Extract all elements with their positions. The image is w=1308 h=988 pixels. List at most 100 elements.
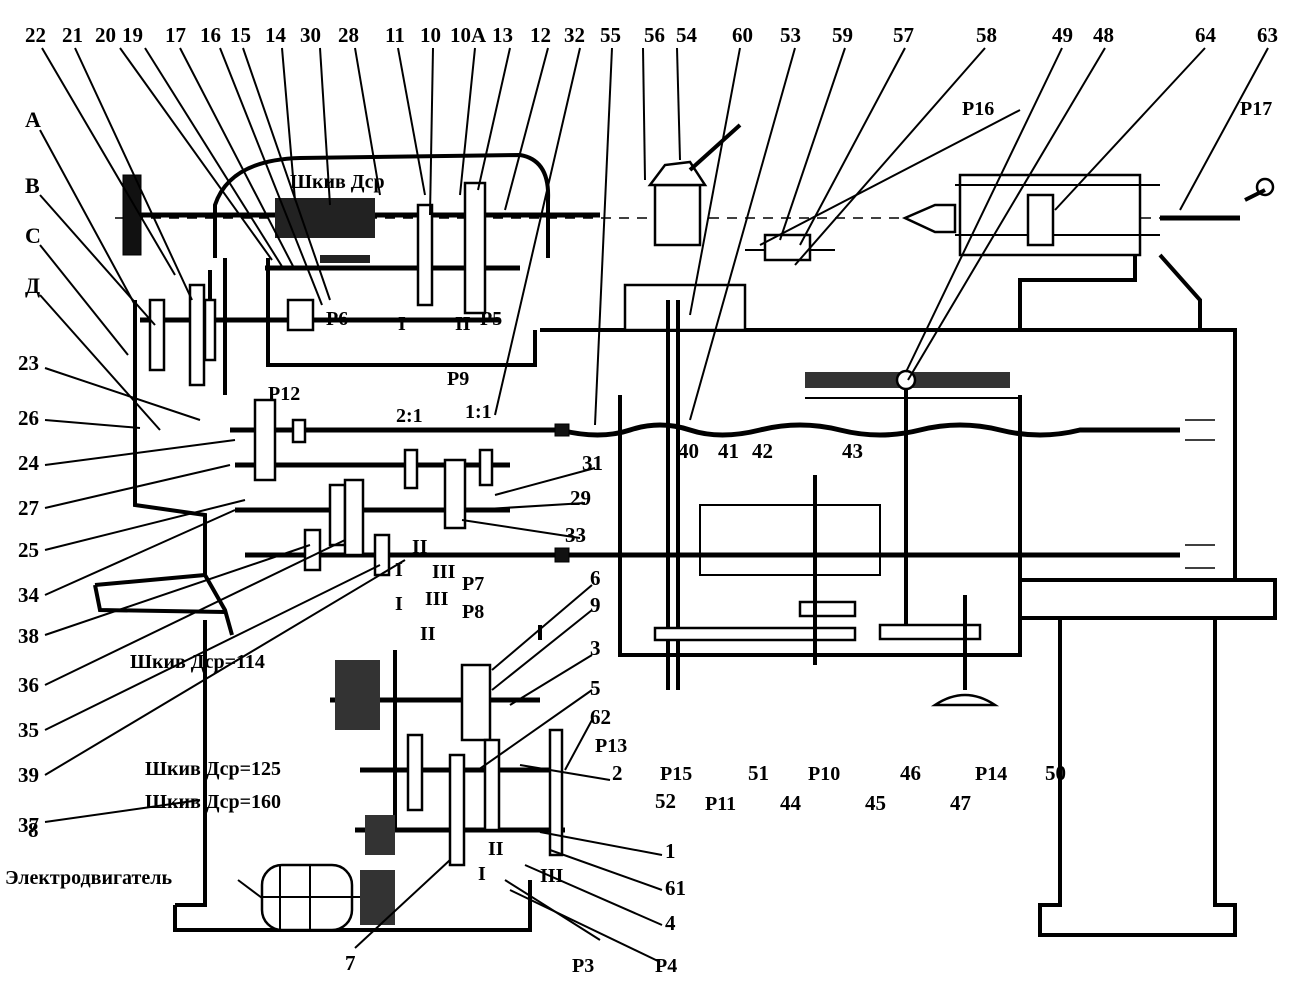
label-36: 36 [18,673,39,697]
tailstock [901,173,1275,257]
label-49: 49 [1052,23,1073,47]
label-60: 60 [732,23,753,47]
label-47: 47 [950,791,971,815]
label-4: 4 [665,911,676,935]
label-1: 1 [665,839,676,863]
label-B: В [25,173,40,198]
label-R13: Р13 [595,735,627,757]
label-motor: Электродвигатель [5,867,172,889]
label-46: 46 [900,761,921,785]
label-22: 22 [25,23,46,47]
label-ratio-2-1: 2:1 [396,405,423,427]
lead-screw [230,369,1215,640]
leader-lines [39,47,1269,963]
label-R9: Р9 [447,368,469,390]
label-R16: Р16 [962,98,994,120]
label-A: А [25,107,41,132]
label-53: 53 [780,23,801,47]
label-52: 52 [655,789,676,813]
label-59: 59 [832,23,853,47]
carriage [623,123,1000,707]
label-14: 14 [265,23,287,47]
label-R17: Р17 [1240,98,1272,120]
label-17: 17 [165,23,186,47]
label-pos-I-top: I [398,313,406,335]
inner-labels: Шкив Дср Шкив Дср=114 Шкив Дср=125 Шкив … [5,98,1272,977]
label-33: 33 [565,523,586,547]
label-pos-I-bot: I [478,863,486,885]
label-42: 42 [752,439,773,463]
label-8: 8 [28,818,39,842]
label-pulley-160: Шкив Дср=160 [145,791,281,813]
label-38: 38 [18,624,39,648]
label-21: 21 [62,23,83,47]
label-pos-II-top: II [455,313,471,335]
label-23: 23 [18,351,39,375]
label-10a: 10А [450,23,487,47]
label-D: Д [25,273,40,298]
label-10: 10 [420,23,441,47]
label-R4: Р4 [655,955,677,977]
label-61: 61 [665,876,686,900]
label-pos-III-low: III [425,588,449,610]
label-54: 54 [676,23,698,47]
label-56: 56 [644,23,665,47]
label-pos-III-mid: III [432,561,456,583]
top-labels: 22 21 20 19 17 16 15 14 30 28 11 10 10А … [25,23,1278,47]
label-R5: Р5 [480,308,502,330]
label-9: 9 [590,593,601,617]
label-27: 27 [18,496,39,520]
label-pos-II-mid: II [412,536,428,558]
label-7: 7 [345,951,356,975]
label-29: 29 [570,486,591,510]
feed-gearbox [253,398,570,577]
label-C: С [25,223,41,248]
label-R7: Р7 [462,573,484,595]
label-pos-II-low: II [420,623,436,645]
label-11: 11 [385,23,405,47]
label-34: 34 [18,583,40,607]
label-2: 2 [612,761,623,785]
label-41: 41 [718,439,739,463]
label-pos-III-bot: III [540,865,564,887]
label-39: 39 [18,763,39,787]
label-R12: Р12 [268,383,300,405]
label-pos-I-low: I [395,593,403,615]
label-48: 48 [1093,23,1114,47]
label-32: 32 [564,23,585,47]
label-19: 19 [122,23,143,47]
label-R10: Р10 [808,763,840,785]
label-6: 6 [590,566,601,590]
label-16: 16 [200,23,221,47]
label-R11: Р11 [705,793,736,815]
label-40: 40 [678,439,699,463]
label-24: 24 [18,451,40,475]
label-20: 20 [95,23,116,47]
side-labels: А В С Д 23 26 24 27 25 34 38 36 35 39 37… [18,107,41,842]
label-pulley-114: Шкив Дср=114 [130,651,265,673]
label-51: 51 [748,761,769,785]
label-R14: Р14 [975,763,1007,785]
label-50: 50 [1045,761,1066,785]
label-64: 64 [1195,23,1217,47]
label-13: 13 [492,23,513,47]
label-R6: Р6 [326,308,348,330]
label-3: 3 [590,636,601,660]
label-62: 62 [590,705,611,729]
label-58: 58 [976,23,997,47]
label-31: 31 [582,451,603,475]
label-30: 30 [300,23,321,47]
label-15: 15 [230,23,251,47]
label-55: 55 [600,23,621,47]
label-43: 43 [842,439,863,463]
label-35: 35 [18,718,39,742]
label-R3: Р3 [572,955,594,977]
label-pulley-125: Шкив Дср=125 [145,758,281,780]
label-26: 26 [18,406,39,430]
label-R8: Р8 [462,601,484,623]
label-63: 63 [1257,23,1278,47]
label-5: 5 [590,676,601,700]
label-ratio-1-1: 1:1 [465,401,492,423]
label-pulley-head: Шкив Дср [290,171,385,193]
